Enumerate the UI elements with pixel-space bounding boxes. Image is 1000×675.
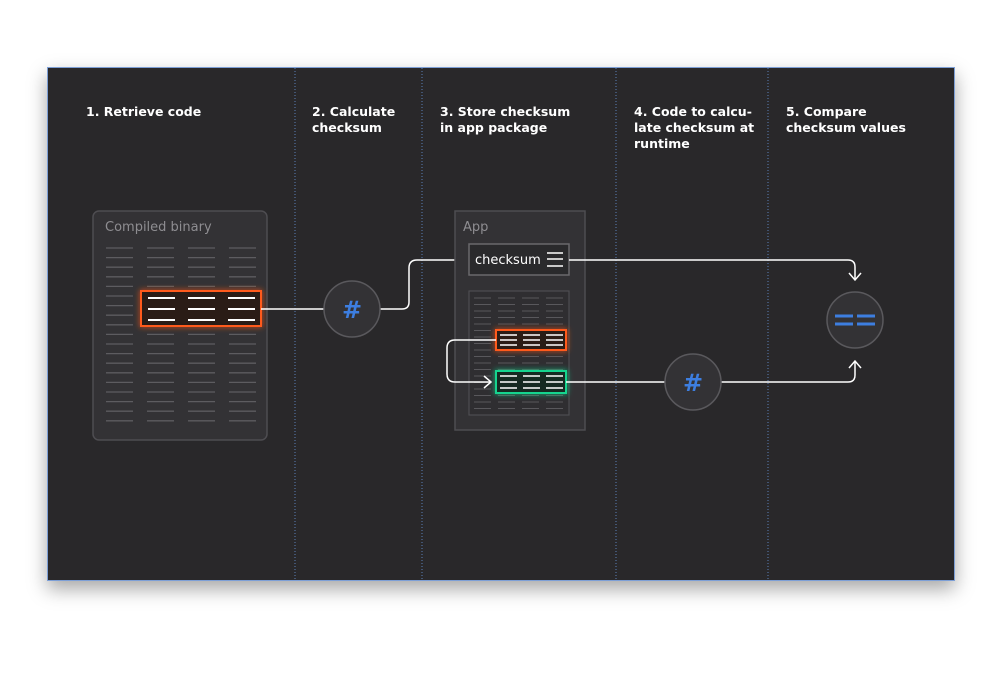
step-3-title: 3. Store checksum in app package — [440, 104, 571, 135]
compiled-binary-label: Compiled binary — [105, 220, 212, 235]
step-5-title: 5. Compare checksum values — [786, 104, 906, 135]
arrow-to-green — [483, 375, 493, 389]
connector-hash-to-checksum — [380, 259, 462, 310]
checksum-menu-icon — [547, 252, 563, 267]
step-1-title: 1. Retrieve code — [86, 104, 202, 119]
diagram-panel: 1. Retrieve code 2. Calculate checksum 3… — [47, 67, 955, 581]
connector-orange-to-green — [446, 339, 496, 383]
app-highlight-green — [495, 370, 567, 394]
arrow-up-to-compare — [848, 359, 862, 369]
app-highlight-orange — [495, 329, 567, 351]
equals-icon — [835, 314, 875, 326]
hash-icon: # — [342, 296, 362, 324]
connector-checksum-to-compare — [569, 259, 856, 279]
checksum-field: checksum — [468, 243, 570, 276]
hash-node-step2: # — [323, 280, 381, 338]
hash-node-step4: # — [664, 353, 722, 411]
checksum-label: checksum — [475, 253, 541, 268]
connector-hash-to-compare — [721, 362, 856, 383]
flow-diagram: Compiled binary # App — [92, 68, 884, 580]
step-2-title: 2. Calculate checksum — [312, 104, 396, 135]
arrow-down-to-compare — [848, 272, 862, 282]
binary-highlight-block — [140, 290, 262, 327]
app-label: App — [463, 220, 488, 235]
hash-icon: # — [683, 369, 703, 397]
app-code-block — [468, 290, 570, 416]
compare-node — [826, 291, 884, 349]
step-4-title: 4. Code to calcu- late checksum at runti… — [634, 104, 755, 151]
